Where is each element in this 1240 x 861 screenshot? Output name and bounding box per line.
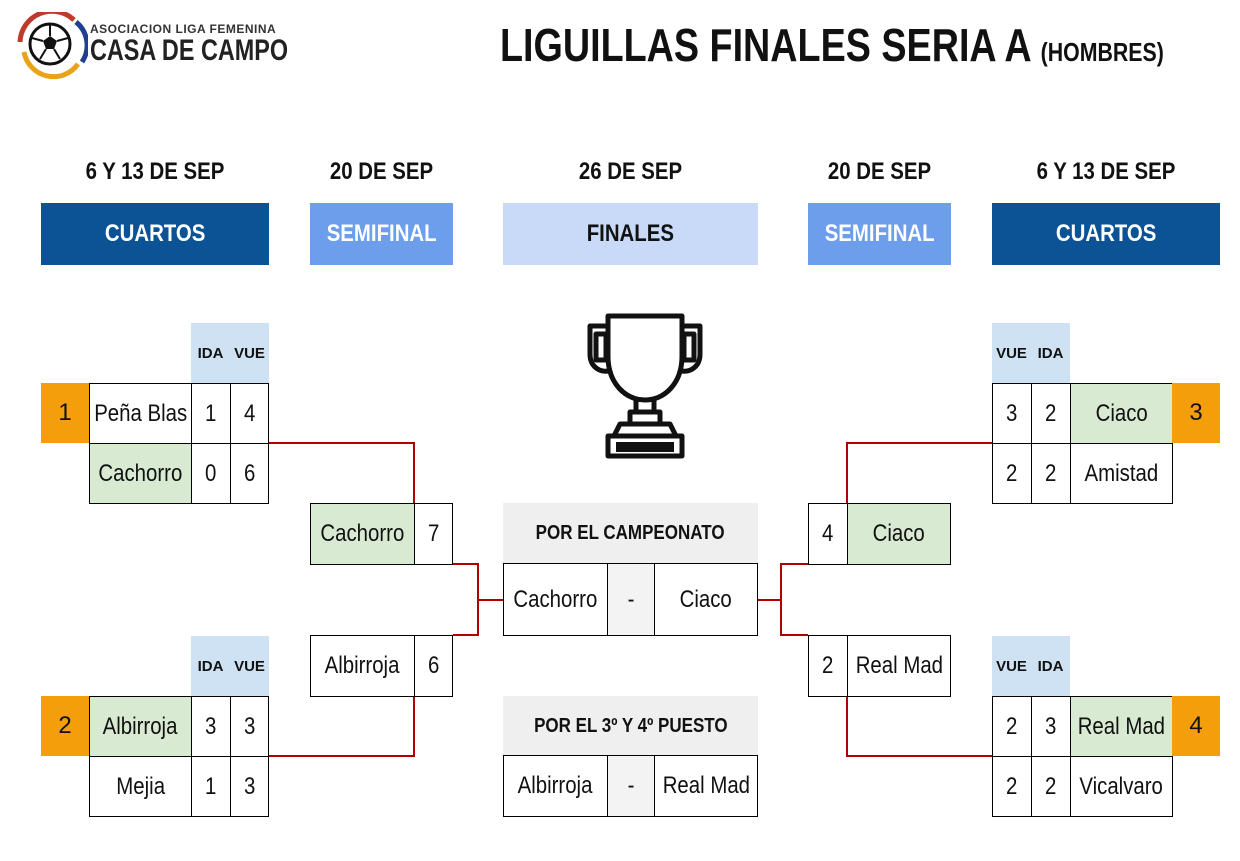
right-semi-team-2: Real Mad xyxy=(847,635,951,697)
left-semi-team-2: Albirroja xyxy=(310,635,415,697)
date-right-quarters: 6 Y 13 DE SEP xyxy=(1036,158,1176,185)
trophy-icon xyxy=(587,313,703,459)
left-q1-team-1-vue: 4 xyxy=(230,383,269,444)
right-q1-header-vue: VUE xyxy=(992,323,1031,383)
third-place-home: Albirroja xyxy=(503,755,608,817)
right-q2-seed: 4 xyxy=(1172,696,1220,756)
left-q2-seed: 2 xyxy=(41,696,89,756)
left-q2-team-1-ida: 3 xyxy=(191,696,231,757)
left-q2-team-2: Mejia xyxy=(89,756,192,817)
stage-right-semi: SEMIFINAL xyxy=(808,203,951,265)
left-q2-team-1: Albirroja xyxy=(89,696,192,757)
third-place-away: Real Mad xyxy=(654,755,758,817)
page-title-sub: (HOMBRES) xyxy=(1040,37,1164,67)
date-left-semi: 20 DE SEP xyxy=(329,158,434,185)
right-q1-header-ida: IDA xyxy=(1031,323,1070,383)
left-q2-team-2-vue: 3 xyxy=(230,756,269,817)
right-q1-seed: 3 xyxy=(1172,383,1220,443)
right-q1-team-2: Amistad xyxy=(1070,443,1173,504)
left-q1-team-2-ida: 0 xyxy=(191,443,231,504)
right-q2-header-ida: IDA xyxy=(1031,636,1070,696)
logo-top-text: ASOCIACION LIGA FEMENINA xyxy=(90,22,277,36)
stage-left-semi: SEMIFINAL xyxy=(310,203,453,265)
championship-away: Ciaco xyxy=(654,563,758,636)
left-q2-team-1-vue: 3 xyxy=(230,696,269,757)
right-semi-team-2-score: 2 xyxy=(808,635,848,697)
third-place-separator: - xyxy=(607,755,655,817)
right-q1-team-1-vue: 3 xyxy=(992,383,1032,444)
stage-right-quarters: CUARTOS xyxy=(992,203,1220,265)
left-q1-team-1-ida: 1 xyxy=(191,383,231,444)
left-q1-seed: 1 xyxy=(41,383,89,443)
right-q2-team-2-vue: 2 xyxy=(992,756,1032,817)
left-q2-header-ida: IDA xyxy=(191,636,230,696)
left-q2-header-vue: VUE xyxy=(230,636,269,696)
right-q2-team-1: Real Mad xyxy=(1070,696,1173,757)
left-q2-team-2-ida: 1 xyxy=(191,756,231,817)
right-q1-team-2-vue: 2 xyxy=(992,443,1032,504)
right-q1-team-1-ida: 2 xyxy=(1031,383,1071,444)
stage-final: FINALES xyxy=(503,203,758,265)
page-title-main: LIGUILLAS FINALES SERIA A xyxy=(500,19,1031,71)
championship-separator: - xyxy=(607,563,655,636)
date-left-quarters: 6 Y 13 DE SEP xyxy=(85,158,225,185)
right-q1-team-1: Ciaco xyxy=(1070,383,1173,444)
right-q2-team-1-vue: 2 xyxy=(992,696,1032,757)
left-q1-header-ida: IDA xyxy=(191,323,230,383)
page-title: LIGUILLAS FINALES SERIA A (HOMBRES) xyxy=(500,18,1164,72)
third-place-title: POR EL 3º Y 4º PUESTO xyxy=(503,696,758,756)
stage-left-quarters: CUARTOS xyxy=(41,203,269,265)
right-q1-team-2-ida: 2 xyxy=(1031,443,1071,504)
left-q1-header-vue: VUE xyxy=(230,323,269,383)
left-q1-team-1: Peña Blas xyxy=(89,383,192,444)
left-q1-team-2-vue: 6 xyxy=(230,443,269,504)
date-final: 26 DE SEP xyxy=(578,158,683,185)
league-logo: ASOCIACION LIGA FEMENINA CASA DE CAMPO xyxy=(16,10,296,82)
right-q2-team-2-ida: 2 xyxy=(1031,756,1071,817)
right-q2-team-1-ida: 3 xyxy=(1031,696,1071,757)
right-semi-team-1: Ciaco xyxy=(847,503,951,565)
championship-home: Cachorro xyxy=(503,563,608,636)
left-semi-team-1-score: 7 xyxy=(414,503,453,565)
championship-title: POR EL CAMPEONATO xyxy=(503,503,758,564)
left-semi-team-2-score: 6 xyxy=(414,635,453,697)
left-q1-team-2: Cachorro xyxy=(89,443,192,504)
right-q2-team-2: Vicalvaro xyxy=(1070,756,1173,817)
soccer-ball-icon xyxy=(17,12,88,80)
date-right-semi: 20 DE SEP xyxy=(827,158,932,185)
right-semi-team-1-score: 4 xyxy=(808,503,848,565)
right-q2-header-vue: VUE xyxy=(992,636,1031,696)
left-semi-team-1: Cachorro xyxy=(310,503,415,565)
logo-main-text: CASA DE CAMPO xyxy=(90,34,289,67)
